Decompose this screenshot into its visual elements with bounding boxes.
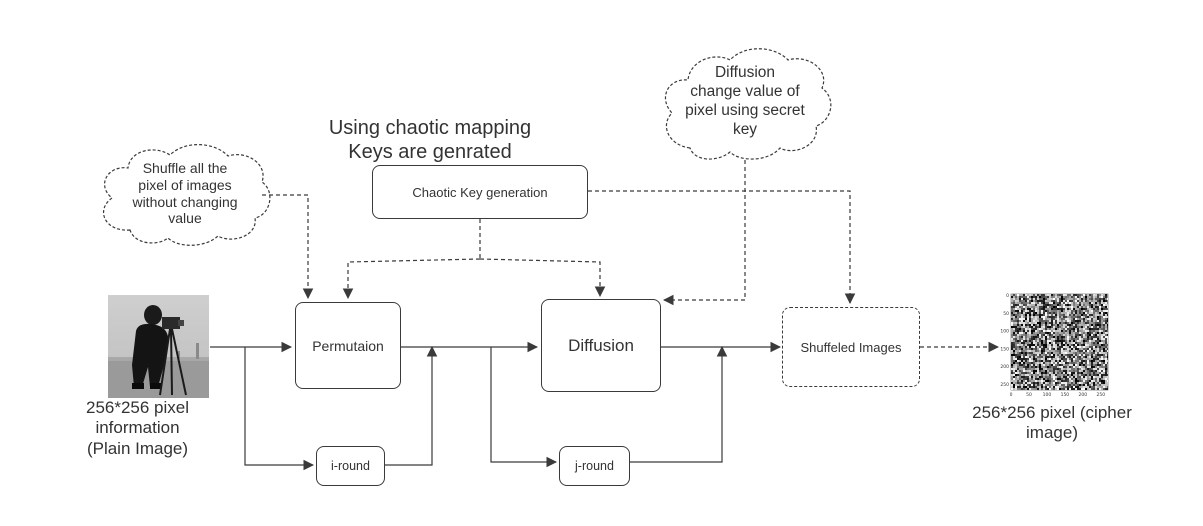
cipher-x-tick-label: 0 (1010, 392, 1013, 398)
cipher-x-tick-label: 50 (1026, 392, 1032, 398)
diagram-title: Using chaotic mapping Keys are genrated (310, 116, 550, 164)
cipher-noise-plot: 0 50 100 150 200 250 0 50 100 150 200 250 (1000, 293, 1109, 398)
title-line-1: Using chaotic mapping (328, 117, 532, 139)
diffusion-box[interactable]: Diffusion (541, 299, 661, 392)
cipher-x-tick-label: 150 (1061, 392, 1070, 398)
plain-image-caption-line-2: information (95, 418, 180, 438)
cipher-y-tick-label: 50 (1003, 311, 1009, 317)
cipher-y-tick-label: 100 (1000, 329, 1009, 335)
cipher-x-tick-label: 250 (1097, 392, 1106, 398)
i-round-box[interactable]: i-round (316, 446, 385, 486)
diffusion-cloud-line-4: key (732, 120, 758, 138)
cipher-y-tick-label: 250 (1000, 382, 1009, 388)
diffusion-cloud-shape (665, 48, 832, 160)
shuffle-cloud-line-4: value (168, 210, 202, 227)
shuffle-cloud-line-3: without changing (132, 193, 238, 210)
plain-image-caption-line-1: 256*256 pixel (85, 398, 190, 417)
diffusion-cloud-line-3: pixel using secret (685, 101, 805, 119)
cipher-image: 0 50 100 150 200 250 0 50 100 150 200 250 (1000, 292, 1130, 398)
cipher-x-ticks: 0 50 100 150 200 250 (1010, 392, 1106, 398)
plain-image (108, 295, 209, 398)
cipher-image-caption-line-2: image) (1026, 423, 1078, 443)
diffusion-cloud-text: Diffusion change value of pixel using se… (660, 64, 830, 140)
plain-image-caption-line-3: (Plain Image) (86, 438, 189, 458)
i-round-label: i-round (331, 459, 370, 473)
cameraman-photo-icon (108, 295, 209, 398)
cipher-image-caption: 256*256 pixel (cipher image) (958, 403, 1146, 444)
diffusion-cloud-line-1: Diffusion (714, 64, 776, 81)
cipher-y-ticks: 0 50 100 150 200 250 (1000, 293, 1009, 388)
cipher-x-tick-label: 200 (1079, 392, 1088, 398)
permutation-label: Permutaion (312, 337, 384, 354)
key-generation-box[interactable]: Chaotic Key generation (372, 165, 588, 219)
diffusion-label: Diffusion (568, 335, 634, 355)
title-line-2: Keys are genrated (348, 141, 512, 163)
shuffled-images-box[interactable]: Shuffeled Images (782, 307, 920, 387)
cipher-y-tick-label: 200 (1000, 364, 1009, 370)
cipher-y-tick-label: 150 (1000, 346, 1009, 352)
diffusion-cloud-line-2: change value of (690, 82, 800, 100)
cipher-image-caption-line-1: 256*256 pixel (cipher (972, 403, 1132, 422)
shuffle-cloud-shape (102, 144, 271, 246)
cipher-noise-pixels (1011, 294, 1108, 390)
key-generation-label: Chaotic Key generation (412, 184, 548, 200)
shuffle-cloud-text: Shuffle all the pixel of images without … (110, 160, 260, 227)
shuffle-cloud-line-1: Shuffle all the (142, 160, 228, 176)
shuffle-cloud-line-2: pixel of images (138, 176, 232, 193)
j-round-label: j-round (575, 459, 614, 473)
j-round-box[interactable]: j-round (559, 446, 630, 486)
cipher-x-tick-label: 100 (1043, 392, 1052, 398)
plain-image-caption: 256*256 pixel information (Plain Image) (70, 398, 205, 459)
permutation-box[interactable]: Permutaion (295, 302, 401, 389)
cipher-y-tick-label: 0 (1006, 293, 1009, 299)
shuffled-images-label: Shuffeled Images (800, 339, 902, 355)
